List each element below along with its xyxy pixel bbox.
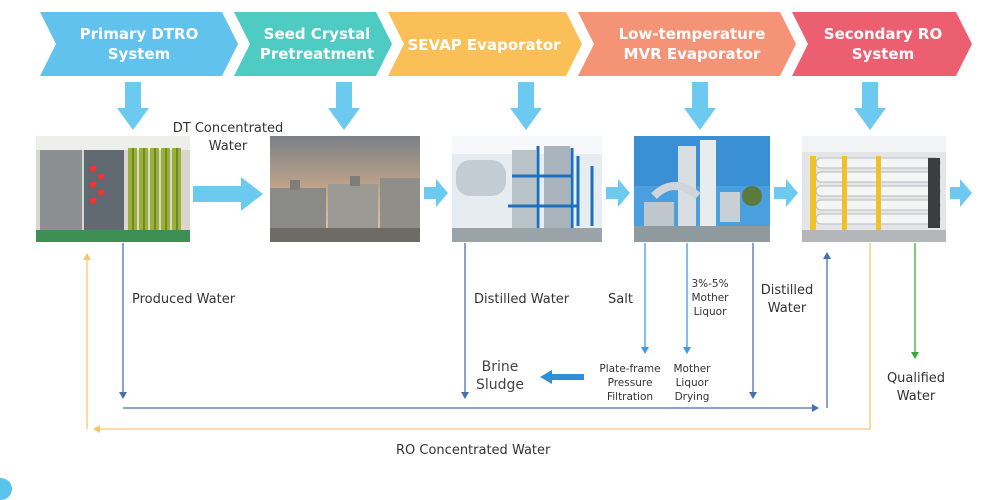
right-arrow-icon: [774, 179, 798, 207]
dtro-equipment-photo: [36, 136, 190, 242]
distilled-water-label-sevap: Distilled Water: [474, 292, 570, 307]
right-arrow-icon: [193, 177, 263, 211]
brine-arrow-icon: [540, 370, 584, 384]
produced-water-label: Produced Water: [132, 292, 236, 307]
stage-title-3: SEVAP Evaporator: [407, 36, 561, 54]
mvr-tower-photo: [634, 136, 770, 242]
mvr-evaporator-photo: [634, 136, 770, 242]
stage-chevron-1: [40, 12, 238, 76]
down-arrow-icon: [328, 82, 360, 130]
dtro-system-photo: [36, 136, 190, 242]
stage-chevron-2: [234, 12, 392, 76]
seed-crystal-photo: [270, 136, 420, 242]
down-arrow-icon: [510, 82, 542, 130]
evaporator-plant-photo: [452, 136, 602, 242]
ro-membrane-rack-photo: [802, 136, 946, 242]
right-arrows: [193, 177, 972, 211]
right-arrow-icon: [950, 179, 972, 207]
stage-banner: [40, 12, 972, 76]
right-arrow-icon: [424, 179, 448, 207]
stage-chevron-5: [792, 12, 972, 76]
down-arrow-icon: [854, 82, 886, 130]
stage-chevron-4: [578, 12, 796, 76]
sevap-evaporator-photo: [452, 136, 602, 242]
stage-chevron-3: [388, 12, 582, 76]
right-arrow-icon: [606, 179, 630, 207]
storage-tanks-photo: [270, 136, 420, 242]
secondary-ro-photo: [802, 136, 946, 242]
salt-label: Salt: [608, 292, 633, 307]
down-arrows: [117, 82, 886, 130]
down-arrow-icon: [117, 82, 149, 130]
down-arrow-icon: [684, 82, 716, 130]
ro-concentrated-water-label: RO Concentrated Water: [396, 443, 551, 458]
